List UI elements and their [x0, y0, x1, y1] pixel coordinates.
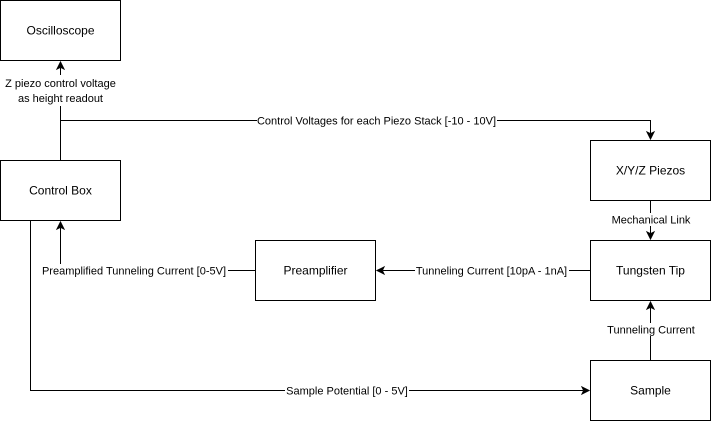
arrowhead: [375, 265, 386, 276]
arrowhead: [55, 60, 66, 71]
node-sample-label: Sample: [630, 384, 671, 398]
edge-label-z-readout-2: as height readout: [18, 93, 103, 105]
edge-label-control-voltages: Control Voltages for each Piezo Stack [-…: [257, 116, 496, 128]
arrowhead: [645, 230, 656, 241]
arrowhead: [580, 385, 591, 396]
edge-tip-to-preamplifier: Tunneling Current [10pA - 1nA]: [375, 264, 591, 278]
edge-label-tunneling-current-range: Tunneling Current [10pA - 1nA]: [416, 266, 567, 278]
node-tungsten-tip[interactable]: Tungsten Tip: [590, 240, 711, 301]
edge-label-mechanical-link: Mechanical Link: [612, 215, 691, 227]
node-control-box[interactable]: Control Box: [0, 160, 121, 221]
node-oscilloscope-label: Oscilloscope: [26, 24, 94, 38]
node-xyz-piezos[interactable]: X/Y/Z Piezos: [590, 140, 711, 201]
edge-preamplifier-to-control-box: Preamplified Tunneling Current [0-5V]: [40, 220, 256, 278]
edge-label-tunneling-current: Tunneling Current: [607, 325, 695, 337]
edge-sample-to-tip: Tunneling Current: [606, 300, 696, 361]
edge-control-box-to-oscilloscope: Z piezo control voltage as height readou…: [3, 60, 119, 161]
arrowhead: [55, 220, 66, 231]
node-preamplifier-label: Preamplifier: [283, 264, 347, 278]
node-oscilloscope[interactable]: Oscilloscope: [0, 0, 121, 61]
edge-control-box-to-piezos: Control Voltages for each Piezo Stack [-…: [60, 110, 656, 141]
node-sample[interactable]: Sample: [590, 360, 711, 421]
edge-label-z-readout-1: Z piezo control voltage: [5, 78, 116, 90]
edge-label-sample-potential: Sample Potential [0 - 5V]: [286, 386, 408, 398]
edge-piezos-to-tip: Mechanical Link: [611, 200, 691, 241]
edge-label-preamplified-current: Preamplified Tunneling Current [0-5V]: [42, 266, 226, 278]
node-tungsten-tip-label: Tungsten Tip: [616, 264, 685, 278]
arrowhead: [645, 300, 656, 311]
node-preamplifier[interactable]: Preamplifier: [255, 240, 376, 301]
arrowhead: [645, 130, 656, 141]
node-control-box-label: Control Box: [29, 184, 92, 198]
node-xyz-piezos-label: X/Y/Z Piezos: [616, 164, 685, 178]
edge-control-box-to-sample: Sample Potential [0 - 5V]: [30, 220, 591, 398]
